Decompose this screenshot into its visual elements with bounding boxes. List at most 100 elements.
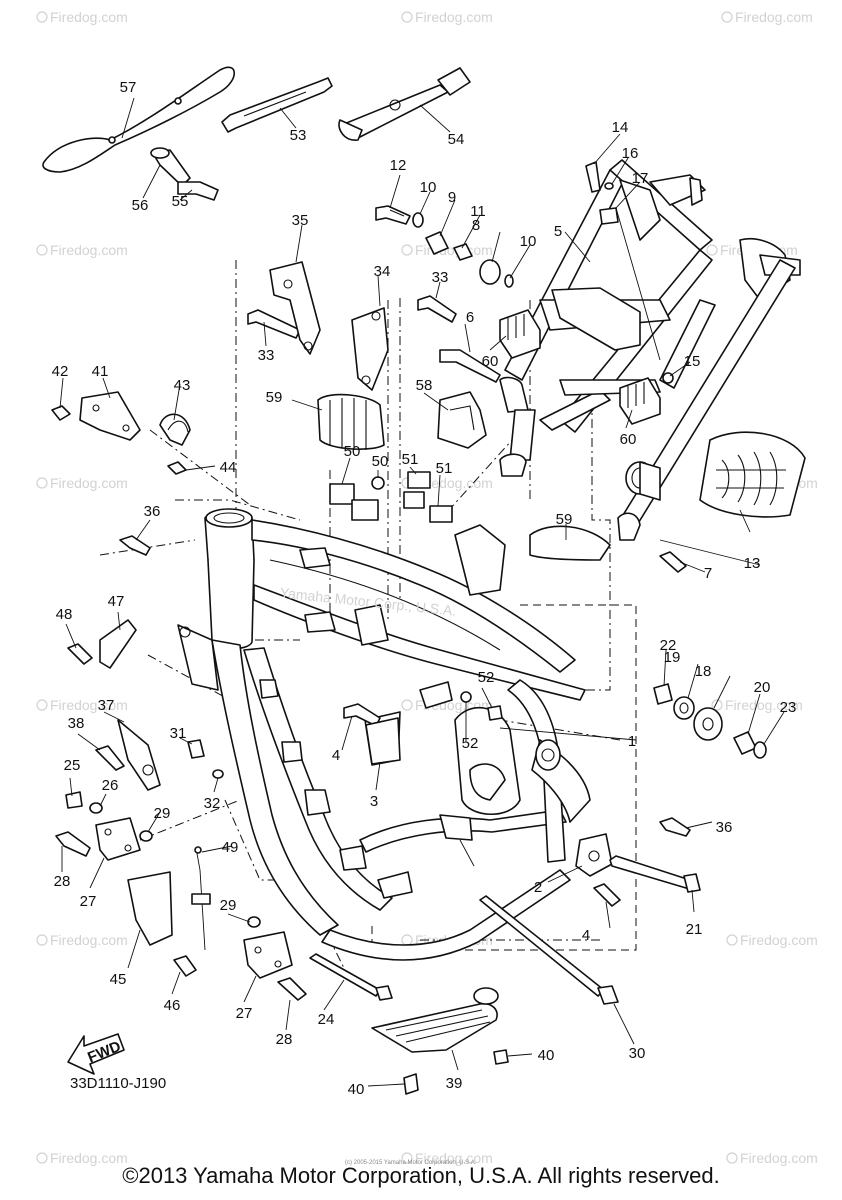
callout-37: 37 bbox=[98, 697, 115, 714]
fwd-label: FWD bbox=[85, 1038, 123, 1067]
callout-51: 51 bbox=[402, 451, 419, 468]
watermark-text: Firedog.com bbox=[50, 242, 128, 258]
callout-51: 51 bbox=[436, 460, 453, 477]
callout-32: 32 bbox=[204, 795, 221, 812]
callout-57: 57 bbox=[120, 79, 137, 96]
callout-45: 45 bbox=[110, 971, 127, 988]
callout-23: 23 bbox=[780, 699, 797, 716]
callout-2: 2 bbox=[534, 879, 542, 896]
watermark-text: Firedog.com bbox=[50, 9, 128, 25]
callout-22: 22 bbox=[660, 637, 677, 654]
callout-26: 26 bbox=[102, 777, 119, 794]
watermark-logo-icon bbox=[401, 244, 413, 256]
watermark-logo-icon bbox=[401, 699, 413, 711]
callout-10: 10 bbox=[520, 233, 537, 250]
part-callouts: 1234456789101011121314151617181920212223… bbox=[52, 79, 797, 1098]
watermark-logo-icon bbox=[36, 1152, 48, 1164]
diagram-reference-code: 33D1110-J190 bbox=[70, 1075, 166, 1092]
callout-7: 7 bbox=[704, 565, 712, 582]
callout-42: 42 bbox=[52, 363, 69, 380]
watermark-text: Firedog.com bbox=[415, 242, 493, 258]
callout-48: 48 bbox=[56, 606, 73, 623]
callout-11: 11 bbox=[470, 203, 486, 220]
callout-60: 60 bbox=[482, 353, 499, 370]
watermark-logo-icon bbox=[36, 244, 48, 256]
callout-3: 3 bbox=[370, 793, 378, 810]
callout-20: 20 bbox=[754, 679, 771, 696]
callout-29: 29 bbox=[220, 897, 237, 914]
watermark-logo-icon bbox=[721, 11, 733, 23]
callout-16: 16 bbox=[622, 145, 639, 162]
callout-9: 9 bbox=[448, 189, 456, 206]
callout-39: 39 bbox=[446, 1075, 463, 1092]
callout-59: 59 bbox=[266, 389, 283, 406]
callout-5: 5 bbox=[554, 223, 562, 240]
callout-60: 60 bbox=[620, 431, 637, 448]
callout-44: 44 bbox=[220, 459, 237, 476]
callout-59: 59 bbox=[556, 511, 573, 528]
callout-53: 53 bbox=[290, 127, 307, 144]
watermark-text: Firedog.com bbox=[50, 697, 128, 713]
small-copyright: (c) 2005-2015 Yamaha Motor Corporation, … bbox=[345, 1160, 477, 1166]
watermark-logo-icon bbox=[36, 699, 48, 711]
callout-56: 56 bbox=[132, 197, 149, 214]
callout-4: 4 bbox=[582, 927, 590, 944]
callout-55: 55 bbox=[172, 193, 189, 210]
watermark-logo-icon bbox=[36, 477, 48, 489]
callout-28: 28 bbox=[54, 873, 71, 890]
callout-46: 46 bbox=[164, 997, 181, 1014]
callout-31: 31 bbox=[170, 725, 187, 742]
callout-6: 6 bbox=[466, 309, 474, 326]
callout-50: 50 bbox=[372, 453, 389, 470]
callout-1: 1 bbox=[628, 733, 636, 750]
callout-33: 33 bbox=[432, 269, 449, 286]
callout-36: 36 bbox=[716, 819, 733, 836]
callout-33: 33 bbox=[258, 347, 275, 364]
callout-27: 27 bbox=[80, 893, 97, 910]
callout-40: 40 bbox=[538, 1047, 555, 1064]
watermark-text: Firedog.com bbox=[725, 697, 803, 713]
watermark-text: Firedog.com bbox=[740, 932, 818, 948]
watermark-logo-icon bbox=[706, 244, 718, 256]
callout-27: 27 bbox=[236, 1005, 253, 1022]
callout-58: 58 bbox=[416, 377, 433, 394]
watermark-text: Firedog.com bbox=[50, 475, 128, 491]
watermark-text: Firedog.com bbox=[735, 9, 813, 25]
callout-54: 54 bbox=[448, 131, 465, 148]
callout-25: 25 bbox=[64, 757, 81, 774]
callout-47: 47 bbox=[108, 593, 125, 610]
callout-12: 12 bbox=[390, 157, 407, 174]
watermark-text: Firedog.com bbox=[50, 932, 128, 948]
callout-52: 52 bbox=[478, 669, 495, 686]
watermark-logo-icon bbox=[36, 11, 48, 23]
callout-41: 41 bbox=[92, 363, 109, 380]
callout-35: 35 bbox=[292, 212, 309, 229]
watermark-logo-icon bbox=[726, 1152, 738, 1164]
callout-49: 49 bbox=[222, 839, 239, 856]
watermark-logo-icon bbox=[726, 934, 738, 946]
watermark-logo-icon bbox=[711, 699, 723, 711]
callout-8: 8 bbox=[472, 217, 480, 234]
watermark-text: Firedog.com bbox=[50, 1150, 128, 1166]
callout-17: 17 bbox=[632, 170, 649, 187]
watermark-logo-icon bbox=[401, 1152, 413, 1164]
callout-15: 15 bbox=[684, 353, 701, 370]
subframe bbox=[499, 159, 801, 541]
watermark-logo-icon bbox=[36, 934, 48, 946]
watermark-text: Firedog.com bbox=[415, 9, 493, 25]
callout-13: 13 bbox=[744, 555, 761, 572]
callout-38: 38 bbox=[68, 715, 85, 732]
callout-50: 50 bbox=[344, 443, 361, 460]
callout-10: 10 bbox=[420, 179, 437, 196]
watermark-logo-icon bbox=[401, 11, 413, 23]
copyright-notice: ©2013 Yamaha Motor Corporation, U.S.A. A… bbox=[122, 1163, 720, 1188]
leader-lines bbox=[59, 97, 785, 1087]
callout-21: 21 bbox=[686, 921, 703, 938]
fwd-arrow: FWD bbox=[67, 1033, 125, 1075]
callout-30: 30 bbox=[629, 1045, 646, 1062]
callout-40: 40 bbox=[348, 1081, 365, 1098]
callout-52: 52 bbox=[462, 735, 479, 752]
main-frame bbox=[177, 508, 591, 961]
callout-34: 34 bbox=[374, 263, 391, 280]
